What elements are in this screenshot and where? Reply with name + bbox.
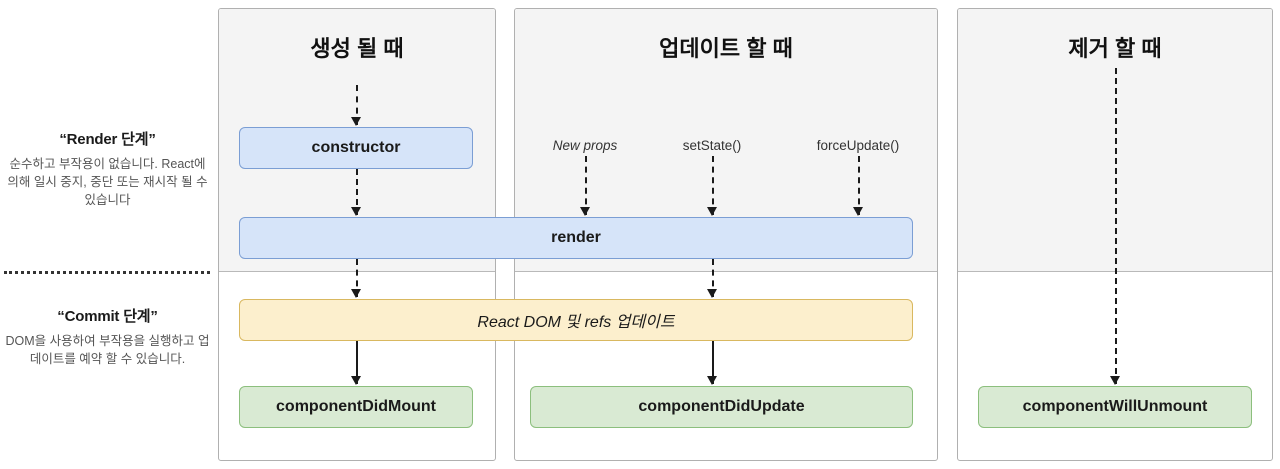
column-title-mounting: 생성 될 때 (310, 36, 404, 61)
legend-commit-phase-title: “Commit 단계” (57, 308, 158, 325)
legend-render-phase: “Render 단계” 순수하고 부작용이 없습니다. React에 의해 일시… (5, 128, 210, 209)
node-component-will-unmount[interactable]: componentWillUnmount (978, 386, 1252, 428)
phase-divider-dotted-line (4, 271, 210, 274)
legend-commit-phase-description: DOM을 사용하여 부작용을 실행하고 업데이트를 예약 할 수 있습니다. (5, 334, 210, 367)
node-constructor[interactable]: constructor (239, 127, 473, 169)
trigger-label-set-state: setState() (682, 138, 742, 153)
legend-render-phase-description: 순수하고 부작용이 없습니다. React에 의해 일시 중지, 중단 또는 재… (7, 157, 208, 208)
legend-render-phase-title: “Render 단계” (59, 131, 156, 148)
node-component-did-mount[interactable]: componentDidMount (239, 386, 473, 428)
trigger-label-new-props: New props (552, 138, 618, 153)
column-title-unmounting: 제거 할 때 (1068, 36, 1162, 61)
node-render[interactable]: render (239, 217, 913, 259)
column-title-updating: 업데이트 할 때 (659, 36, 793, 61)
node-react-dom-and-refs-update[interactable]: React DOM 및 refs 업데이트 (239, 299, 913, 341)
trigger-label-force-update: forceUpdate() (816, 138, 900, 153)
legend-commit-phase: “Commit 단계” DOM을 사용하여 부작용을 실행하고 업데이트를 예약… (5, 305, 210, 368)
node-component-did-update[interactable]: componentDidUpdate (530, 386, 913, 428)
